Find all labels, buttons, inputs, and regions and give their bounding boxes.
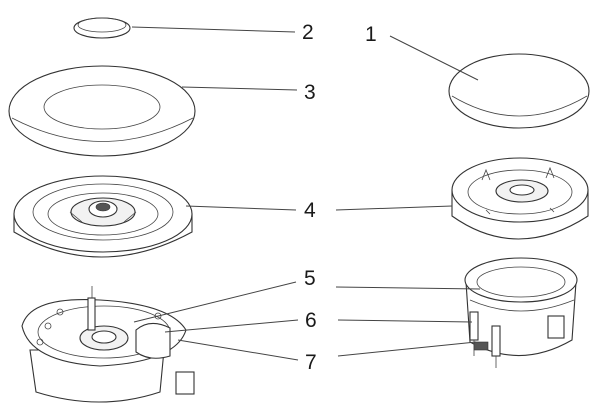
leader-4-left — [185, 205, 297, 211]
part-2-cap — [73, 17, 131, 39]
part-5-7-housing-left — [21, 286, 195, 403]
callout-2: 2 — [302, 21, 314, 44]
callout-7: 7 — [305, 351, 317, 374]
callout-1: 1 — [365, 23, 377, 46]
callout-4: 4 — [304, 199, 316, 222]
part-6-7-electrodes — [469, 311, 501, 368]
leader-5-left — [133, 281, 297, 323]
callout-5: 5 — [304, 267, 316, 290]
callout-3: 3 — [304, 81, 316, 104]
part-1-plate — [448, 53, 590, 129]
part-4-burner-head-right — [451, 157, 589, 240]
leader-7-right — [337, 341, 477, 357]
leader-6-left — [164, 319, 299, 333]
leader-7-left — [177, 339, 299, 361]
leader-3 — [181, 86, 298, 91]
leader-1 — [389, 35, 479, 81]
part-4-burner-head-left — [13, 175, 193, 258]
leader-5-right — [335, 286, 481, 290]
leader-2 — [131, 26, 296, 33]
part-3-ring — [8, 65, 196, 157]
part-5-burner-base — [464, 257, 578, 357]
leader-6-right — [337, 319, 473, 323]
callout-6: 6 — [305, 309, 317, 332]
leader-lines — [131, 26, 481, 361]
leader-4-right — [335, 205, 453, 211]
